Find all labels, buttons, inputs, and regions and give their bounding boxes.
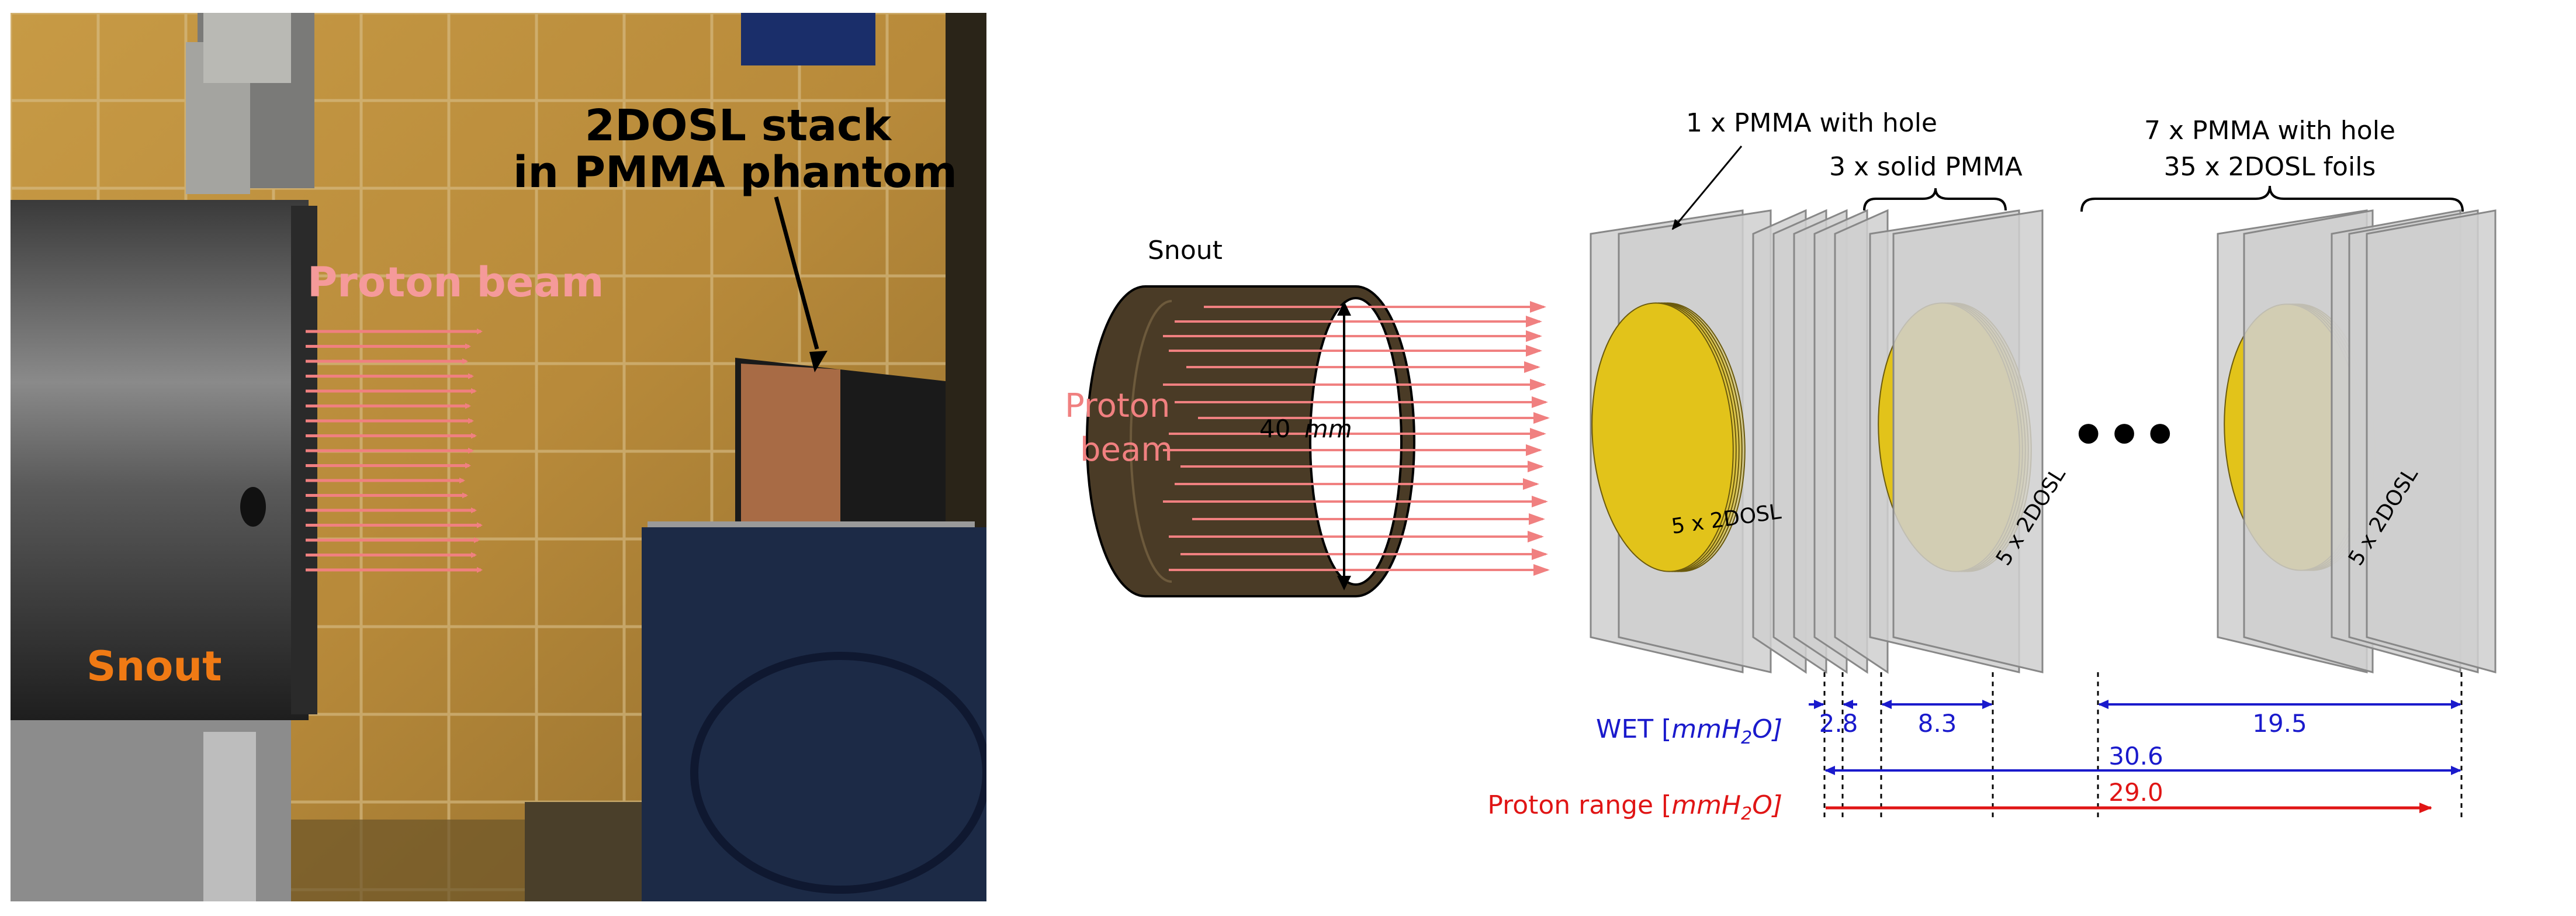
diagram-beam-arrows: [1163, 301, 1550, 576]
plate-group-1-pointer: [1671, 146, 1743, 230]
diameter-unit: mm: [1304, 414, 1352, 443]
plate-group-3-label-line2: 35 x 2DOSL foils: [2164, 152, 2376, 182]
experiment-photo: 2DOSL stack in PMMA phantom Proton beam …: [11, 13, 986, 901]
wet-value-30-6: 30.6: [2108, 742, 2163, 770]
wet-value-8-3: 8.3: [1918, 709, 1957, 738]
photo-beam-arrows: [306, 329, 483, 573]
diameter-dimension: 40 mm: [1259, 301, 1352, 590]
photo-stack-label-line2: in PMMA phantom: [513, 147, 957, 198]
dimension-guides: [1823, 672, 2463, 821]
pmma-plate-back: [2366, 209, 2497, 673]
pmma-stack-object: [642, 358, 986, 901]
wet-axis-label: WET [mmH2O]: [1596, 714, 1782, 748]
ellipsis-dots: •••: [2071, 403, 2178, 468]
range-axis-label: Proton range [mmH2O]: [1487, 790, 1782, 824]
pmma-hole-plate-2-back: [1892, 209, 2044, 673]
plate-group-3-label-line1: 7 x PMMA with hole: [2144, 116, 2395, 146]
photo-stack-pointer-arrow: [774, 196, 819, 350]
wet-value-2-8: 2.8: [1819, 709, 1858, 738]
range-value: 29.0: [2108, 778, 2163, 807]
foil-stack-1: [1591, 302, 1734, 572]
diagram-beam-label-line2: beam: [1080, 431, 1173, 469]
snout-title: Snout: [1148, 236, 1223, 265]
wet-dimension-arrows: [1809, 700, 2461, 775]
plate-group-3-brace: [2080, 185, 2464, 212]
pmma-plates: [1590, 209, 2497, 674]
plate-group-2-brace: [1863, 188, 2007, 211]
photo-snout-label: Snout: [86, 642, 222, 690]
plate-group-2-label: 3 x solid PMMA: [1829, 152, 2023, 182]
photo-stack-label-line1: 2DOSL stack: [585, 101, 892, 151]
snout-nozzle: [11, 13, 317, 901]
plate-group-1-label: 1 x PMMA with hole: [1686, 108, 1937, 138]
photo-stack-pointer-head: [809, 351, 827, 372]
setup-schematic: Snout Proton beam 40 mm 5 x 2DOSL 5 x 2D…: [993, 0, 2576, 914]
diameter-value: 40: [1259, 414, 1290, 443]
diagram-beam-label-line1: Proton: [1065, 387, 1171, 425]
photo-beam-label: Proton beam: [307, 258, 604, 306]
svg-text:40 mm: 40 mm: [1259, 414, 1352, 443]
wet-value-19-5: 19.5: [2252, 709, 2307, 738]
